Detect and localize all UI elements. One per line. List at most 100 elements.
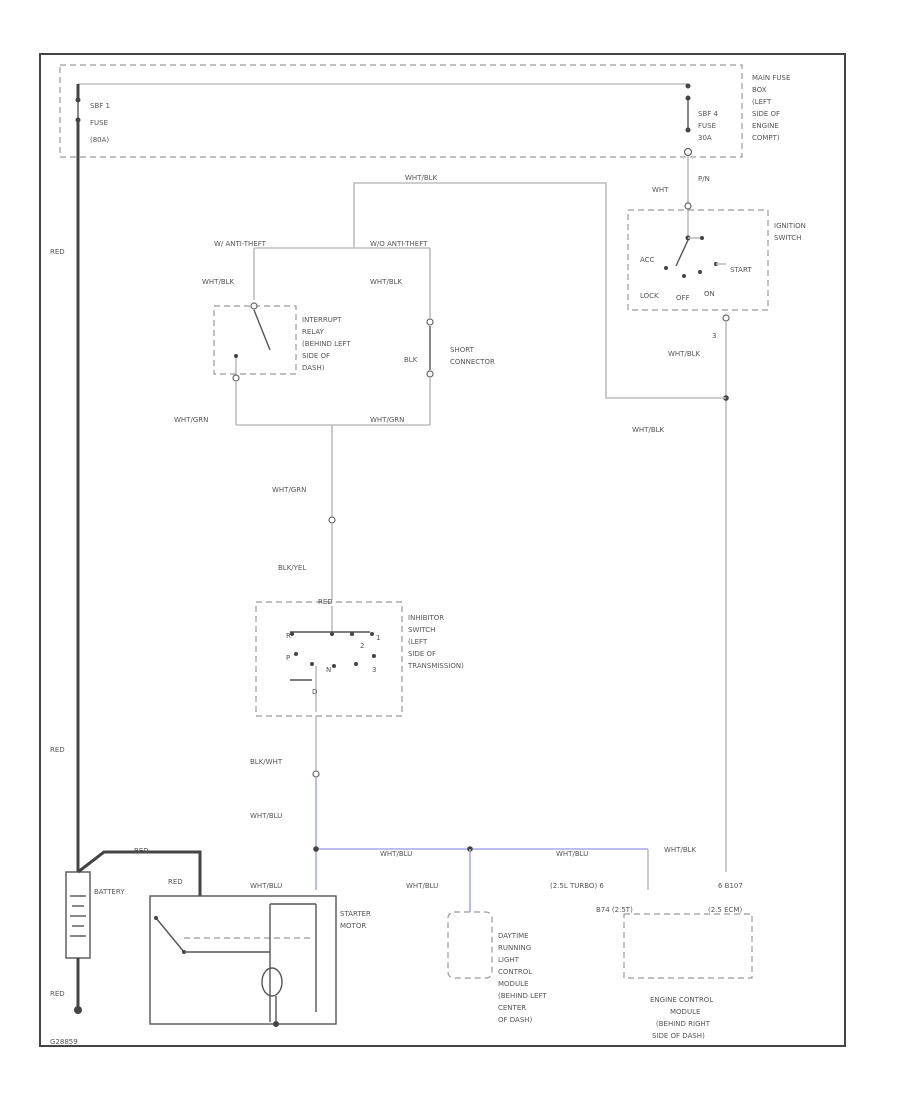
sbf4-rating: 30A bbox=[698, 134, 712, 142]
inhibitor-title-5: TRANSMISSION) bbox=[407, 662, 464, 670]
ignition-switch: ACC LOCK OFF ON START IGNITION SWITCH 3 bbox=[627, 202, 806, 340]
inhibitor-title-4: SIDE OF bbox=[408, 650, 436, 658]
left-power-label-bottom: RED bbox=[50, 746, 65, 754]
ignition-wire-bottom: WHT/BLK bbox=[668, 350, 701, 358]
svg-text:(LEFT: (LEFT bbox=[752, 98, 772, 106]
ecm-pin-left-bottom: B74 (2.5T) bbox=[596, 906, 633, 914]
top-loop-wire bbox=[353, 182, 726, 399]
relay-title-5: DASH) bbox=[302, 364, 325, 372]
svg-text:SIDE OF: SIDE OF bbox=[752, 110, 780, 118]
svg-text:(BEHIND LEFT: (BEHIND LEFT bbox=[498, 992, 547, 1000]
top-bus-label: WHT/BLK bbox=[405, 174, 438, 182]
relay-input-label: WHT/BLK bbox=[202, 278, 235, 286]
ignition-pos-lock: LOCK bbox=[640, 292, 659, 300]
sbf1-rating: (80A) bbox=[90, 136, 109, 144]
ignition-pin-bottom: 3 bbox=[712, 332, 716, 340]
to-starter-label: WHT/BLU bbox=[250, 882, 282, 890]
sbf1-name: SBF 1 bbox=[90, 102, 110, 110]
diagram-code: G28859 bbox=[50, 1038, 78, 1046]
ecm-pin-left-top: (2.5L TURBO) 6 bbox=[550, 882, 604, 890]
svg-text:LIGHT: LIGHT bbox=[498, 956, 520, 964]
inhibitor-title-2: SWITCH bbox=[408, 626, 435, 634]
split-left-label: W/ ANTI-THEFT bbox=[214, 240, 267, 248]
ignition-pos-off: OFF bbox=[676, 294, 690, 302]
svg-text:MAIN FUSE: MAIN FUSE bbox=[752, 74, 790, 82]
short-connector: BLK SHORT CONNECTOR bbox=[404, 318, 495, 378]
svg-text:ENGINE: ENGINE bbox=[752, 122, 779, 130]
drl-module: DAYTIME RUNNING LIGHT CONTROL MODULE (BE… bbox=[447, 911, 547, 1024]
short-input-label: WHT/BLK bbox=[370, 278, 403, 286]
inhibitor-pos-r: R bbox=[286, 632, 291, 640]
svg-text:ENGINE CONTROL: ENGINE CONTROL bbox=[650, 996, 713, 1004]
ignition-title-2: SWITCH bbox=[774, 234, 801, 242]
svg-text:COMPT): COMPT) bbox=[752, 134, 780, 142]
starter-title-2: MOTOR bbox=[340, 922, 366, 930]
inhibitor-pos-1: 1 bbox=[376, 634, 380, 642]
ignition-pos-on: ON bbox=[704, 290, 715, 298]
short-mid-label: BLK bbox=[404, 356, 418, 364]
svg-text:CONTROL: CONTROL bbox=[498, 968, 532, 976]
inhibitor-bottom-label: WHT/BLU bbox=[250, 812, 282, 820]
short-title-2: CONNECTOR bbox=[450, 358, 495, 366]
to-inhibitor-label: WHT/GRN bbox=[272, 486, 306, 494]
inhibitor-pos-p: P bbox=[286, 654, 290, 662]
svg-text:BOX: BOX bbox=[752, 86, 767, 94]
inhibitor-out-label: BLK/WHT bbox=[250, 758, 283, 766]
svg-text:CENTER: CENTER bbox=[498, 1004, 526, 1012]
svg-text:(BEHIND RIGHT: (BEHIND RIGHT bbox=[656, 1020, 711, 1028]
main-fuse-box-label: MAIN FUSE BOX (LEFT SIDE OF ENGINE COMPT… bbox=[752, 74, 790, 142]
engine-control-module: (2.5L TURBO) 6 6 B107 B74 (2.5T) (2.5 EC… bbox=[550, 882, 753, 1040]
svg-text:RUNNING: RUNNING bbox=[498, 944, 531, 952]
right-bottom-wire-label: WHT/BLK bbox=[664, 846, 697, 854]
svg-text:SIDE OF DASH): SIDE OF DASH) bbox=[652, 1032, 705, 1040]
inhibitor-pos-d: D bbox=[312, 688, 317, 696]
svg-text:MODULE: MODULE bbox=[498, 980, 528, 988]
svg-text:OF DASH): OF DASH) bbox=[498, 1016, 533, 1024]
svg-text:MODULE: MODULE bbox=[670, 1008, 700, 1016]
split-right-label: W/O ANTI-THEFT bbox=[370, 240, 428, 248]
battery-label: BATTERY bbox=[94, 888, 125, 896]
starter-red-label: RED bbox=[168, 878, 183, 886]
relay-title-2: RELAY bbox=[302, 328, 325, 336]
battery-to-starter-wire bbox=[77, 850, 202, 896]
left-power-label-top: RED bbox=[50, 248, 65, 256]
sbf1-type: FUSE bbox=[90, 119, 108, 127]
sbf1-fuse: SBF 1 FUSE (80A) bbox=[75, 84, 110, 144]
sbf4-name: SBF 4 bbox=[698, 110, 718, 118]
ignition-wire-top: WHT bbox=[652, 186, 669, 194]
relay-title-1: INTERRUPT bbox=[302, 316, 342, 324]
starter-motor: STARTER MOTOR bbox=[149, 895, 371, 1027]
main-fuse-box-outline bbox=[59, 64, 743, 158]
starter-title-1: STARTER bbox=[340, 910, 371, 918]
relay-title-4: SIDE OF bbox=[302, 352, 330, 360]
ignition-pos-acc: ACC bbox=[640, 256, 655, 264]
inhibitor-in-label: BLK/YEL bbox=[278, 564, 306, 572]
to-drl-label: WHT/BLU bbox=[406, 882, 438, 890]
inhibitor-pos-2: 2 bbox=[360, 642, 364, 650]
ignition-title-1: IGNITION bbox=[774, 222, 806, 230]
svg-text:DAYTIME: DAYTIME bbox=[498, 932, 529, 940]
sbf4-type: FUSE bbox=[698, 122, 716, 130]
battery-top-label: RED bbox=[134, 847, 149, 855]
ignition-pos-start: START bbox=[730, 266, 752, 274]
sbf4-fuse: SBF 4 FUSE 30A bbox=[683, 83, 718, 157]
interrupt-relay: INTERRUPT RELAY (BEHIND LEFT SIDE OF DAS… bbox=[213, 302, 351, 382]
inhibitor-pos-3: 3 bbox=[372, 666, 376, 674]
diagram-frame bbox=[39, 53, 846, 1047]
inhibitor-pos-n: N bbox=[326, 666, 331, 674]
inhibitor-title-3: (LEFT bbox=[408, 638, 428, 646]
inhibitor-title-1: INHIBITOR bbox=[408, 614, 444, 622]
ecm-pin-right-top: 6 B107 bbox=[718, 882, 743, 890]
short-out-label: WHT/GRN bbox=[370, 416, 404, 424]
battery: BATTERY bbox=[65, 871, 125, 959]
ignition-pin-top: P/N bbox=[698, 175, 710, 183]
inhibitor-switch: RED R P D N 3 2 1 INHIBITOR SWITCH (LEFT… bbox=[255, 598, 464, 717]
relay-title-3: (BEHIND LEFT bbox=[302, 340, 351, 348]
relay-out-label: WHT/GRN bbox=[174, 416, 208, 424]
right-down-wire-label: WHT/BLK bbox=[632, 426, 665, 434]
inhibitor-pin-top: RED bbox=[318, 598, 333, 606]
ecm-pin-right-bottom: (2.5 ECM) bbox=[708, 906, 742, 914]
bus-mid-label: WHT/BLU bbox=[380, 850, 412, 858]
bus-right-label: WHT/BLU bbox=[556, 850, 588, 858]
